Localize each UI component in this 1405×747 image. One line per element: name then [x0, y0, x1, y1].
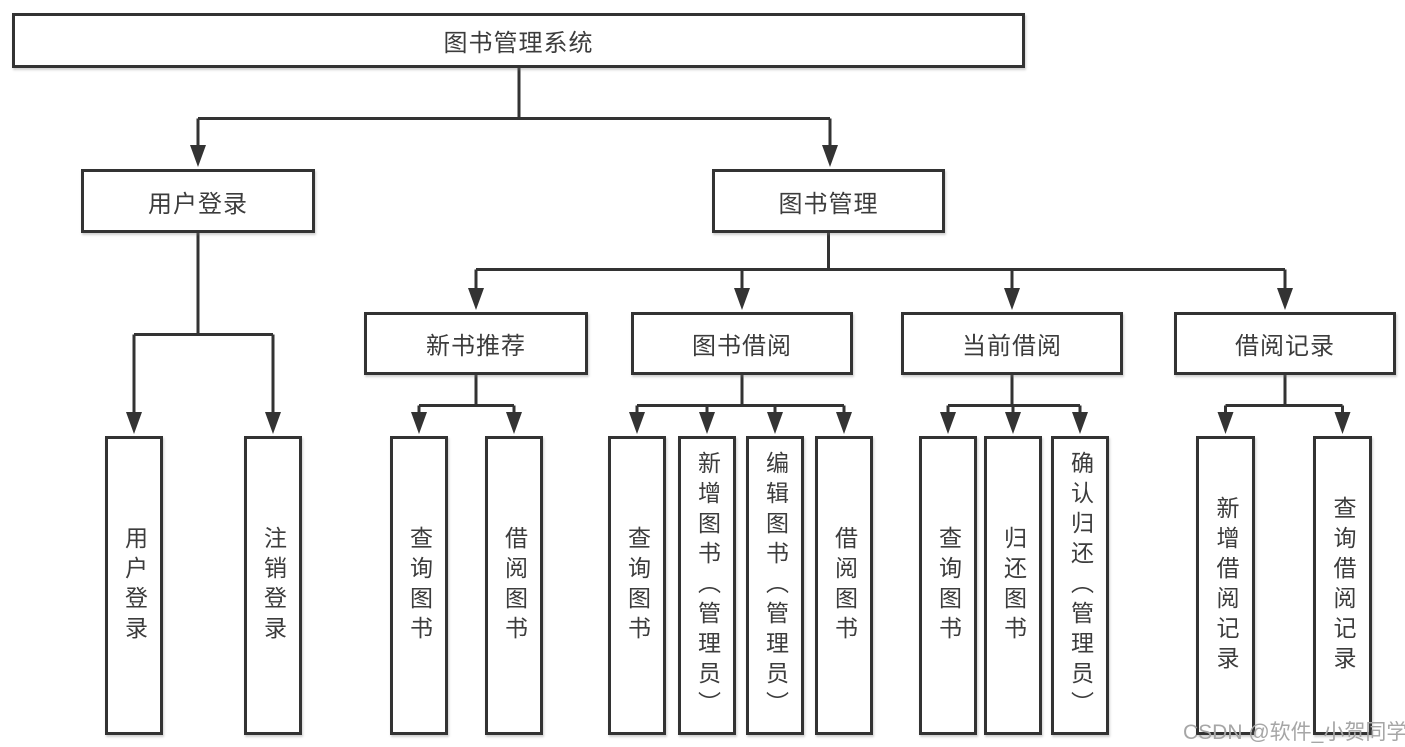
leaf-label: 归还图书 [1000, 525, 1027, 646]
leaf-logout: 注销登录 [244, 436, 302, 735]
node-label: 用户登录 [148, 190, 248, 218]
node-borrow-records: 借阅记录 [1174, 312, 1396, 375]
leaf-bb-add-books-admin: 新增图书（管理员） [678, 436, 736, 735]
leaf-br-query-record: 查询借阅记录 [1313, 436, 1372, 735]
leaf-bb-borrow-books: 借阅图书 [815, 436, 873, 735]
leaf-label: 新增借阅记录 [1213, 495, 1239, 676]
csdn-watermark: CSDN @软件_小贺同学 [1183, 721, 1405, 744]
node-user-login: 用户登录 [81, 169, 315, 233]
leaf-label: 用户登录 [121, 525, 148, 646]
node-library-management-system: 图书管理系统 [12, 13, 1025, 68]
leaf-label: 确认归还（管理员） [1067, 450, 1094, 721]
leaf-label: 查询借阅记录 [1330, 495, 1356, 676]
node-new-book-recommend: 新书推荐 [364, 312, 588, 375]
node-current-borrow: 当前借阅 [901, 312, 1123, 375]
node-label: 借阅记录 [1235, 333, 1335, 360]
leaf-bb-edit-books-admin: 编辑图书（管理员） [746, 436, 804, 735]
leaf-cb-confirm-return-admin: 确认归还（管理员） [1051, 436, 1109, 735]
node-label: 图书管理 [778, 190, 879, 218]
arrowheads [126, 145, 1351, 434]
leaf-label: 查询图书 [624, 525, 651, 646]
leaf-label: 注销登录 [260, 525, 287, 646]
leaf-label: 借阅图书 [501, 525, 528, 646]
leaf-cb-return-books: 归还图书 [984, 436, 1042, 735]
node-book-management: 图书管理 [712, 169, 945, 233]
leaf-label: 新增图书（管理员） [694, 450, 721, 721]
leaf-user-login: 用户登录 [105, 436, 163, 735]
leaf-label: 编辑图书（管理员） [762, 450, 789, 721]
leaf-nb-borrow-books: 借阅图书 [485, 436, 543, 735]
node-label: 图书借阅 [692, 333, 792, 360]
leaf-label: 查询图书 [935, 525, 962, 646]
node-book-borrow: 图书借阅 [631, 312, 853, 375]
leaf-cb-query-books: 查询图书 [919, 436, 977, 735]
leaf-bb-query-books: 查询图书 [608, 436, 666, 735]
node-label: 图书管理系统 [443, 30, 594, 57]
leaf-nb-query-books: 查询图书 [390, 436, 448, 735]
leaf-label: 查询图书 [406, 525, 433, 646]
leaf-br-add-record: 新增借阅记录 [1196, 436, 1255, 735]
leaf-label: 借阅图书 [831, 525, 858, 646]
node-label: 新书推荐 [426, 333, 526, 360]
node-label: 当前借阅 [962, 333, 1062, 360]
